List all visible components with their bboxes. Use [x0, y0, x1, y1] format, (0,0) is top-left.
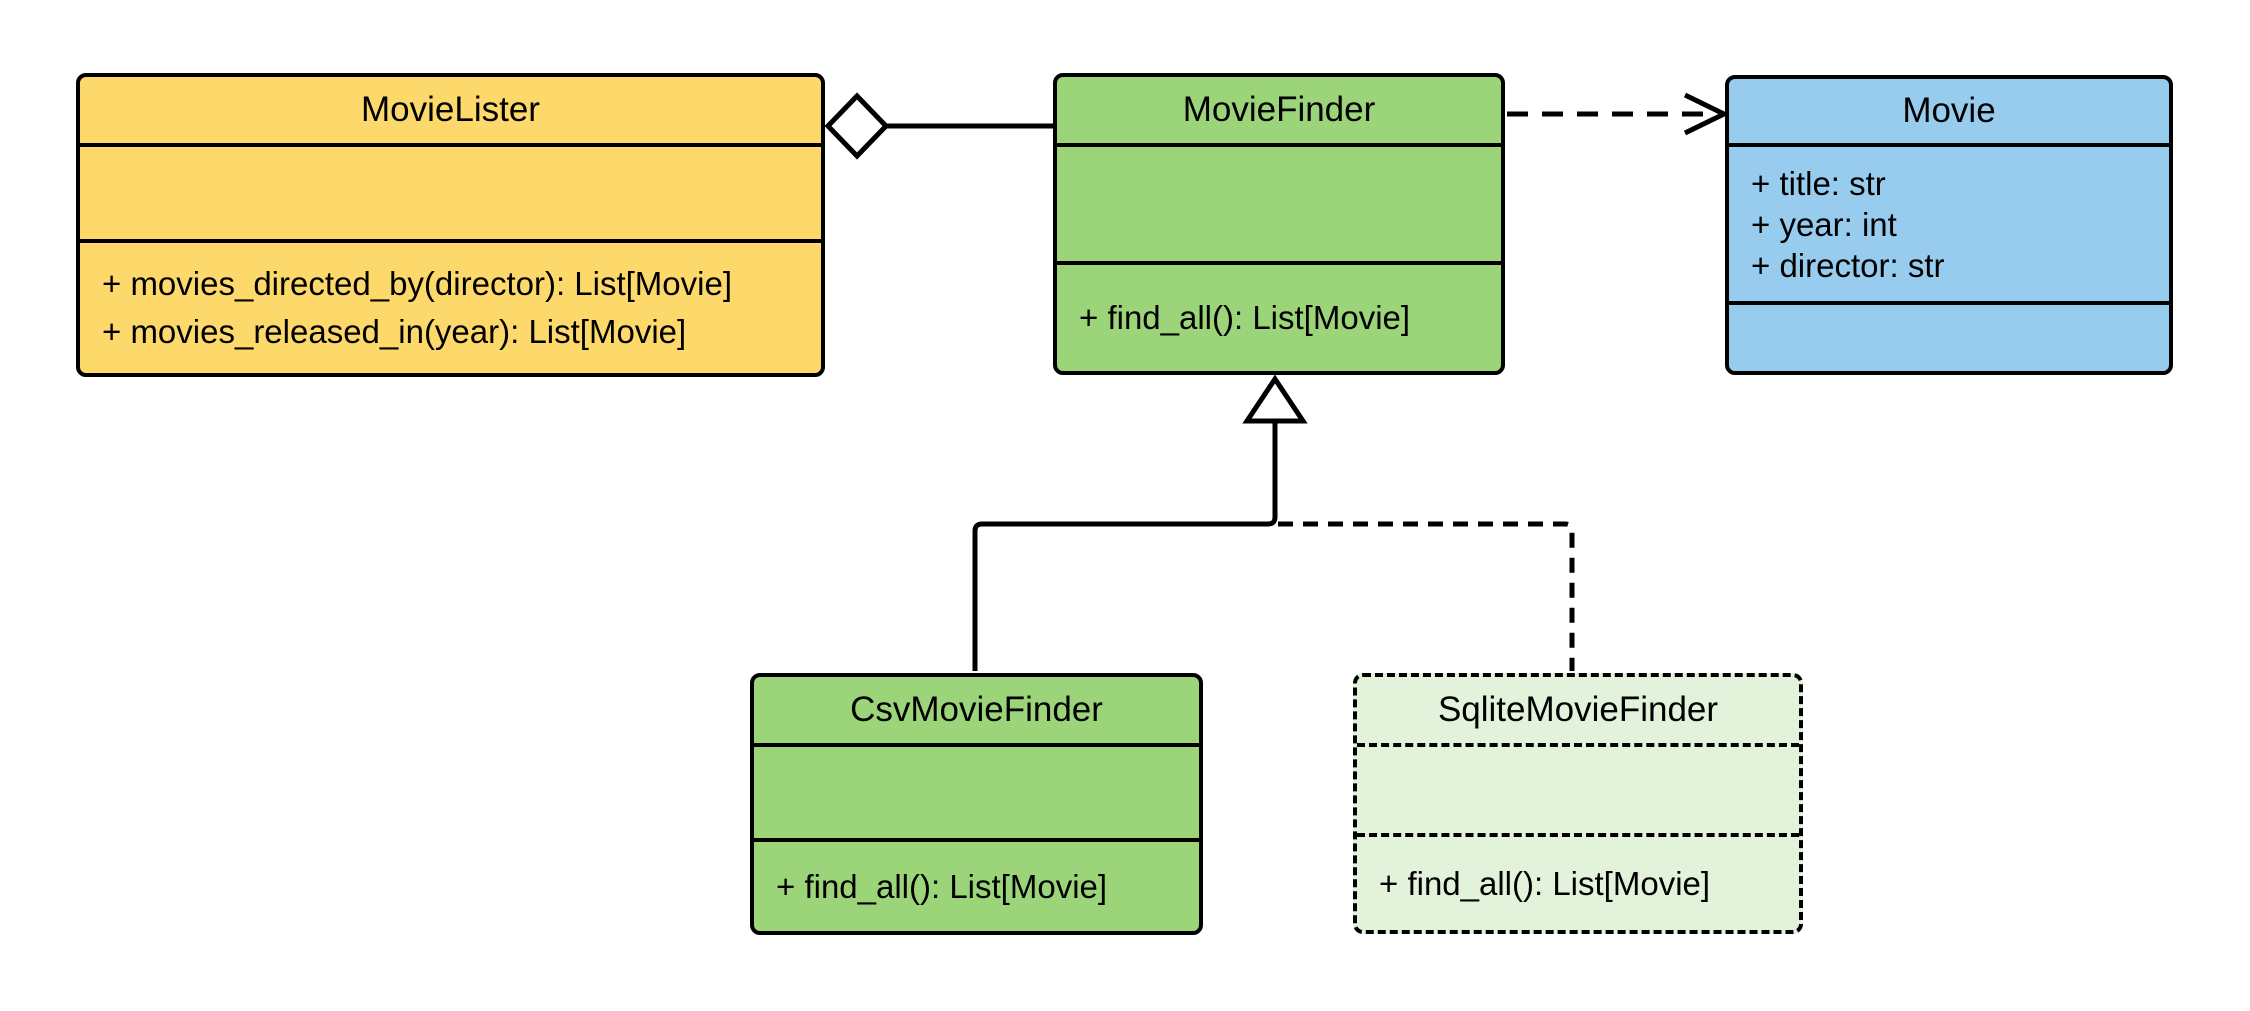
generalization-connector-csv[interactable]	[972, 374, 1308, 671]
aggregation-connector[interactable]	[824, 92, 1053, 160]
attributes-compartment	[1057, 147, 1501, 265]
hollow-diamond-marker	[824, 92, 890, 160]
methods-compartment: + find_all(): List[Movie]	[754, 842, 1199, 931]
dependency-connector[interactable]	[1507, 92, 1730, 136]
class-title: MovieLister	[80, 77, 821, 147]
attribute-line: + title: str	[1751, 164, 1886, 202]
attribute-line: + year: int	[1751, 205, 1897, 243]
open-arrowhead-marker	[1683, 92, 1730, 136]
generalization-connector-sqlite[interactable]	[1278, 521, 1575, 671]
method-line: + movies_directed_by(director): List[Mov…	[102, 265, 732, 302]
class-name-label: CsvMovieFinder	[850, 690, 1103, 729]
attributes-compartment	[754, 747, 1199, 842]
class-box-movie[interactable]: Movie + title: str + year: int + directo…	[1725, 75, 2173, 375]
class-box-sqlitemoviefinder[interactable]: SqliteMovieFinder + find_all(): List[Mov…	[1353, 673, 1803, 934]
class-title: CsvMovieFinder	[754, 677, 1199, 747]
method-line: + find_all(): List[Movie]	[1379, 864, 1711, 902]
class-title: SqliteMovieFinder	[1357, 677, 1799, 747]
generalization-dashed-path[interactable]	[1278, 521, 1575, 671]
methods-compartment	[1729, 305, 2169, 371]
class-title: Movie	[1729, 79, 2169, 147]
methods-compartment: + find_all(): List[Movie]	[1357, 837, 1799, 930]
method-line: + find_all(): List[Movie]	[1079, 299, 1411, 336]
method-line: + movies_released_in(year): List[Movie]	[102, 313, 687, 350]
class-name-label: SqliteMovieFinder	[1437, 690, 1719, 729]
class-title: MovieFinder	[1057, 77, 1501, 147]
class-box-moviefinder[interactable]: MovieFinder + find_all(): List[Movie]	[1053, 73, 1505, 375]
class-name-label: MovieLister	[361, 90, 540, 129]
class-name-label: Movie	[1902, 91, 1996, 130]
generalization-solid-path[interactable]	[972, 421, 1278, 671]
attributes-compartment	[80, 147, 821, 243]
class-name-label: MovieFinder	[1182, 90, 1376, 129]
methods-compartment: + movies_directed_by(director): List[Mov…	[80, 243, 821, 373]
class-box-movielister[interactable]: MovieLister + movies_directed_by(directo…	[76, 73, 825, 377]
class-box-csvmoviefinder[interactable]: CsvMovieFinder + find_all(): List[Movie]	[750, 673, 1203, 935]
hollow-triangle-marker	[1242, 374, 1308, 424]
attributes-compartment: + title: str + year: int + director: str	[1729, 147, 2169, 305]
attributes-compartment	[1357, 747, 1799, 837]
methods-compartment: + find_all(): List[Movie]	[1057, 265, 1501, 371]
method-line: + find_all(): List[Movie]	[776, 867, 1108, 905]
attribute-line: + director: str	[1751, 246, 1945, 284]
